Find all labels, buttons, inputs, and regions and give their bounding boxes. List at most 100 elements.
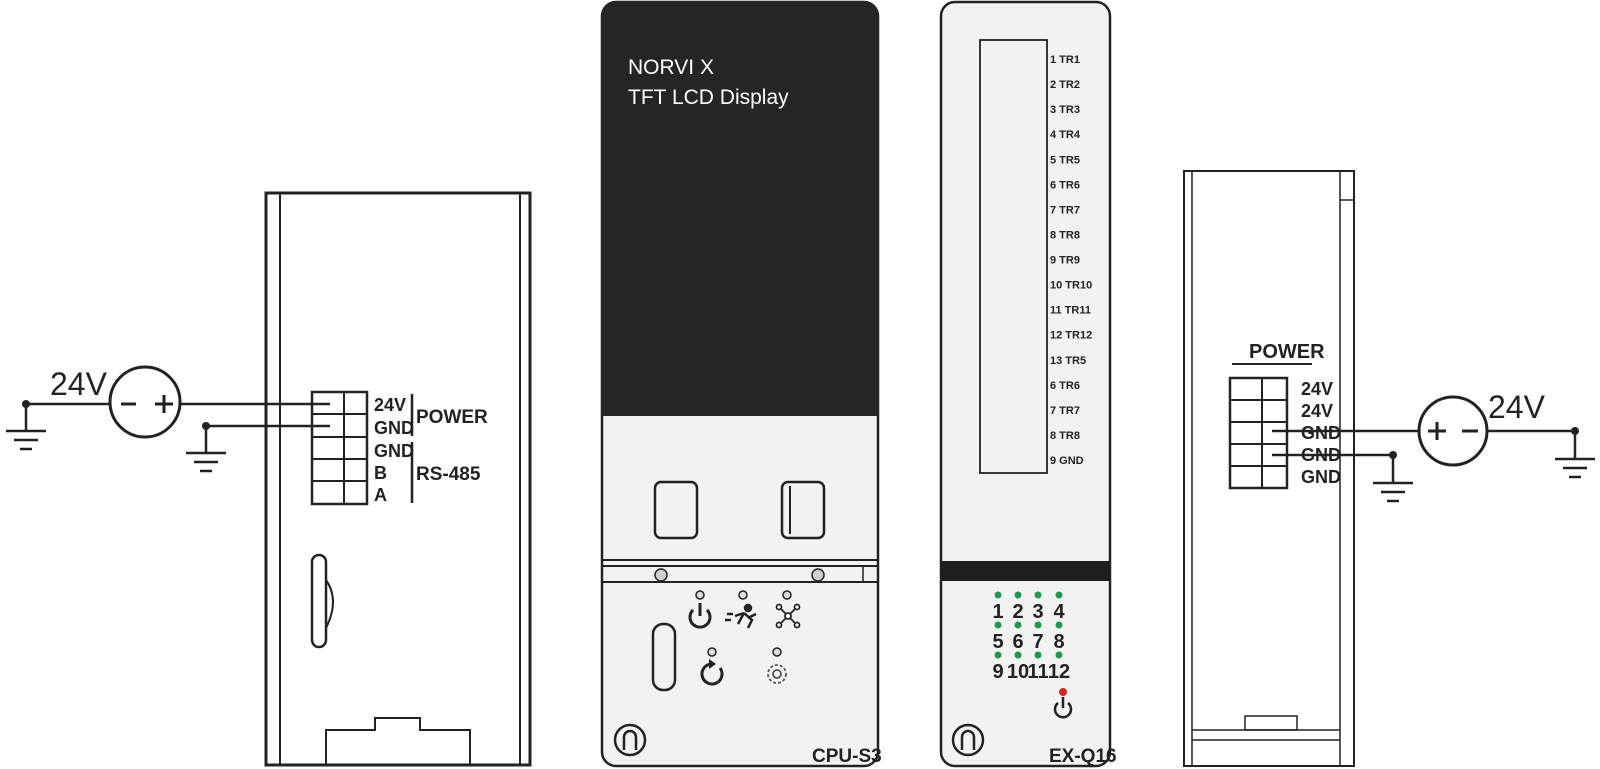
channel-label: 7 TR7 [1050, 204, 1080, 216]
terminal-label: GND [374, 441, 414, 461]
channel-led [1034, 621, 1042, 629]
led-number: 9 [992, 661, 1003, 683]
channel-label: 13 TR5 [1050, 355, 1086, 367]
channel-label: 6 TR6 [1050, 380, 1080, 392]
channel-label-list: 1 TR1 2 TR2 3 TR3 4 TR4 5 TR5 6 TR6 7 TR7 8 TR8… [1050, 54, 1092, 467]
power-icon [1053, 697, 1073, 719]
led-number: 6 [1012, 631, 1023, 653]
channel-label: 2 TR2 [1050, 79, 1080, 91]
norvi-logo [613, 723, 647, 757]
channel-label: 7 TR7 [1050, 405, 1080, 417]
channel-led [1055, 651, 1063, 659]
led-indicator [695, 590, 705, 600]
terminal-label: 24V [1301, 379, 1333, 399]
terminal-block [1228, 376, 1289, 490]
terminal-label: 24V [1301, 401, 1333, 421]
channel-led [994, 651, 1002, 659]
led-number: 11 [1027, 661, 1048, 683]
channel-led [1055, 621, 1063, 629]
terminal-label: GND [1301, 423, 1341, 443]
led-indicator [772, 647, 782, 657]
supply-voltage-label: 24V [1488, 389, 1546, 425]
led-indicator [707, 647, 717, 657]
sd-card-notch [325, 579, 334, 629]
model-label: EX-Q16 [1049, 746, 1117, 767]
channel-label: 5 TR5 [1050, 154, 1080, 166]
terminal-label: A [374, 485, 387, 505]
power-module-outline [264, 191, 532, 767]
screw-icon [811, 568, 825, 582]
terminal-window [979, 39, 1048, 474]
led-indicator [782, 590, 792, 600]
led-indicator [738, 590, 748, 600]
terminal-label: GND [1301, 467, 1341, 487]
channel-label: 6 TR6 [1050, 179, 1080, 191]
led-number: 10 [1007, 661, 1029, 683]
terminal-label: GND [374, 418, 414, 438]
reset-button [651, 622, 677, 692]
channel-label: 9 GND [1050, 455, 1084, 467]
channel-led [994, 621, 1002, 629]
screw-icon [654, 568, 668, 582]
power-title: POWER [1249, 341, 1325, 363]
lcd-subtitle: TFT LCD Display [628, 86, 789, 109]
lcd-display [602, 2, 878, 416]
terminal-label: 24V [374, 395, 406, 415]
channel-led [1014, 651, 1022, 659]
channel-label: 11 TR11 [1050, 305, 1091, 317]
channel-led [1034, 591, 1042, 599]
supply-voltage-label: 24V [50, 366, 108, 402]
right-supply-wiring: 24V [1272, 389, 1595, 503]
expansion-module-outline [1183, 170, 1355, 767]
led-number: 12 [1048, 661, 1070, 683]
sd-slot [310, 553, 328, 649]
lcd-title: NORVI X [628, 56, 714, 79]
channel-led [1055, 591, 1063, 599]
network-icon [775, 603, 801, 629]
usb-port [780, 480, 826, 540]
black-band [941, 561, 1110, 581]
terminal-block [310, 390, 369, 506]
dc-source-icon [1417, 395, 1489, 467]
led-number: 3 [1032, 601, 1043, 623]
channel-label: 3 TR3 [1050, 104, 1080, 116]
rs485-group-label: RS-485 [416, 464, 481, 485]
run-icon [725, 603, 757, 629]
channel-led [1014, 621, 1022, 629]
led-number: 4 [1053, 601, 1065, 623]
channel-label: 8 TR8 [1050, 229, 1080, 241]
led-number: 1 [992, 601, 1003, 623]
io-module: 1 TR1 2 TR2 3 TR3 4 TR4 5 TR5 6 TR6 7 TR7 8 TR8… [939, 0, 1117, 768]
channel-label: 4 TR4 [1050, 129, 1081, 141]
power-led [1059, 688, 1067, 696]
cpu-module: NORVI X TFT LCD Display [600, 0, 882, 768]
led-number: 7 [1032, 631, 1043, 653]
channel-led [994, 591, 1002, 599]
channel-label: 9 TR9 [1050, 255, 1080, 267]
refresh-icon [700, 659, 724, 686]
din-clip [325, 717, 471, 765]
din-clip [1244, 715, 1298, 731]
power-module: 24V GND GND B A POWER RS-485 [264, 191, 532, 767]
model-label: CPU-S3 [812, 746, 882, 767]
expansion-power-module: POWER 24V 24V GND GND GND [1183, 170, 1355, 767]
channel-label: 12 TR12 [1050, 330, 1092, 342]
channel-led [1034, 651, 1042, 659]
norvi-logo [951, 723, 985, 757]
led-number: 8 [1053, 631, 1064, 653]
boot-gear-icon [767, 664, 787, 684]
dc-source-icon [108, 365, 182, 439]
led-number: 5 [992, 631, 1003, 653]
terminal-label: B [374, 463, 387, 483]
channel-label: 10 TR10 [1050, 280, 1092, 292]
channel-label: 1 TR1 [1050, 54, 1080, 66]
channel-label: 8 TR8 [1050, 430, 1080, 442]
left-supply-wiring: 24V [6, 365, 330, 473]
led-number: 2 [1012, 601, 1023, 623]
power-icon [688, 603, 712, 629]
power-group-label: POWER [416, 407, 488, 428]
usb-port [653, 480, 699, 540]
channel-led [1014, 591, 1022, 599]
